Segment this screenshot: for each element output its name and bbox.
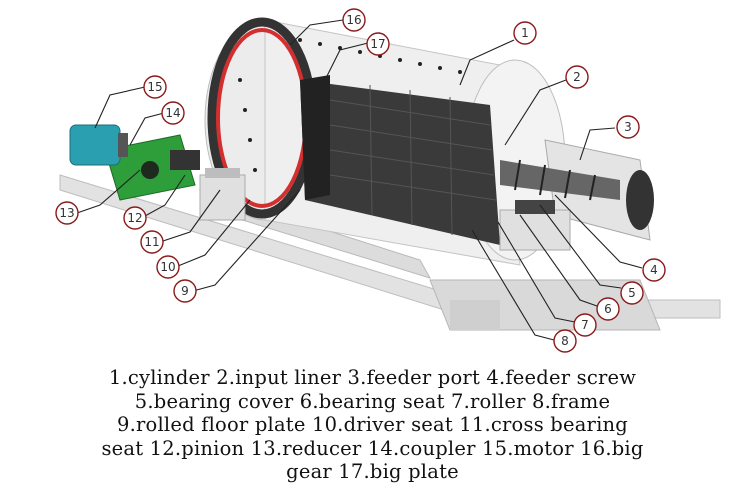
callout-12: 12 bbox=[127, 211, 142, 225]
legend-line-4: seat 12.pinion 13.reducer 14.coupler 15.… bbox=[101, 436, 644, 460]
callout-1: 1 bbox=[521, 26, 529, 40]
legend-line-2: 5.bearing cover 6.bearing seat 7.roller … bbox=[134, 389, 611, 413]
callouts bbox=[55, 8, 666, 353]
parts-legend: 1.cylinder 2.input liner 3.feeder port 4… bbox=[0, 366, 745, 484]
callout-5: 5 bbox=[628, 286, 636, 300]
ball-mill-diagram: 1 2 3 4 5 6 7 8 9 10 11 12 13 14 15 16 1… bbox=[55, 8, 721, 353]
callout-10: 10 bbox=[160, 260, 175, 274]
legend-line-3: 9.rolled floor plate 10.driver seat 11.c… bbox=[117, 413, 628, 436]
callout-8: 8 bbox=[561, 334, 569, 348]
callout-2: 2 bbox=[573, 70, 581, 84]
legend-line-5: gear 17.big plate bbox=[286, 460, 459, 483]
callout-13: 13 bbox=[59, 206, 74, 220]
callout-14: 14 bbox=[165, 106, 180, 120]
callout-17: 17 bbox=[370, 37, 385, 51]
feeder-screw bbox=[500, 159, 620, 201]
callout-9: 9 bbox=[181, 284, 189, 298]
input-liner bbox=[300, 75, 500, 245]
callout-16: 16 bbox=[346, 13, 361, 27]
callout-15: 15 bbox=[147, 80, 162, 94]
callout-11: 11 bbox=[144, 235, 159, 249]
callout-4: 4 bbox=[650, 263, 658, 277]
callout-3: 3 bbox=[624, 120, 632, 134]
callout-6: 6 bbox=[604, 302, 612, 316]
leader-lines bbox=[76, 19, 643, 341]
motor bbox=[69, 124, 128, 166]
legend-line-1: 1.cylinder 2.input liner 3.feeder port 4… bbox=[108, 366, 637, 389]
callout-7: 7 bbox=[581, 318, 589, 332]
